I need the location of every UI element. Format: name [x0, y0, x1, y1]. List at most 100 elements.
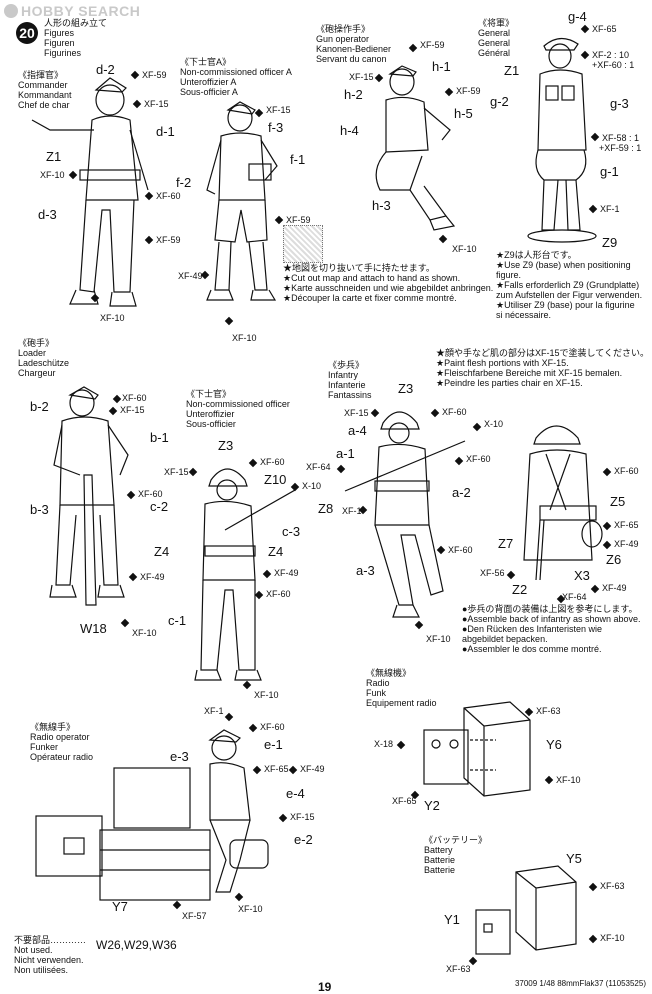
radio-operator-paint: XF-15 — [290, 812, 315, 822]
gunner-part-h1: h-1 — [432, 59, 451, 74]
battery-heading: 《バッテリー》 Battery Batterie Batterie — [424, 835, 488, 875]
radio-set-diagram — [423, 701, 531, 797]
loader-heading: 《砲手》 Loader Ladeschütze Chargeur — [18, 338, 70, 378]
radio-heading: 《無線機》 Radio Funk Equipement radio — [366, 668, 437, 708]
not-used-note: 不要部品………… Not used. Nicht verwenden. Non … — [14, 935, 87, 975]
radio-operator-paint: XF-1 — [204, 706, 224, 716]
flesh-paint-note: ★顔や手など肌の部分はXF-15で塗装してください。 ★Paint flesh … — [436, 348, 649, 388]
loader-paint: XF-60 — [138, 489, 163, 499]
loader-part-b2: b-2 — [30, 399, 49, 414]
commander-part-d2: d-2 — [96, 62, 115, 77]
loader-part-b1: b-1 — [150, 430, 169, 445]
radio-paint: X-18 — [374, 739, 394, 749]
gunner-paint: XF-59 — [420, 40, 445, 50]
general-paint: XF-1 — [600, 204, 620, 214]
paint-marker-icon — [288, 765, 298, 775]
loader-paint: XF-49 — [140, 572, 165, 582]
general-part-g1: g-1 — [600, 164, 619, 179]
nco-a-part-f3: f-3 — [268, 120, 284, 135]
paint-marker-icon — [120, 618, 130, 628]
infantry-paint: XF-60 — [442, 407, 467, 417]
nco-a-paint: XF-49 — [178, 271, 203, 281]
commander-figure — [31, 77, 149, 307]
infantry-back-part-z5: Z5 — [610, 494, 626, 509]
nco-paint: XF-10 — [254, 690, 279, 700]
general-paint: XF-65 — [592, 24, 617, 34]
infantry-part-a3: a-3 — [356, 563, 375, 578]
loader-part-w18: W18 — [80, 621, 107, 636]
infantry-paint: XF-15 — [344, 408, 369, 418]
general-paint: +XF-60 : 1 — [592, 60, 635, 70]
nco-part-z4-right: Z4 — [268, 544, 284, 559]
infantry-part-z3: Z3 — [398, 381, 414, 396]
nco-a-figure — [206, 101, 278, 301]
radio-paint: XF-63 — [536, 706, 561, 716]
infantry-part-a4: a-4 — [348, 423, 367, 438]
infantry-part-a1: a-1 — [336, 446, 355, 461]
infantry-back-part-x3: X3 — [574, 568, 590, 583]
commander-part-z1: Z1 — [46, 149, 62, 164]
commander-paint: XF-59 — [142, 70, 167, 80]
infantry-back-note: ●歩兵の背面の装備は上図を参考にします。 ●Assemble back of i… — [462, 604, 641, 654]
nco-paint: XF-60 — [260, 457, 285, 467]
radio-part-y6: Y6 — [546, 737, 562, 752]
commander-part-d3: d-3 — [38, 207, 57, 222]
nco-a-note: ★地図を切り抜いて手に持たせます。 ★Cut out map and attac… — [283, 263, 494, 303]
general-paint: XF-2 : 10 — [592, 50, 630, 60]
general-part-g2: g-2 — [490, 94, 509, 109]
infantry-part-a2: a-2 — [452, 485, 471, 500]
general-note: ★Z9は人形台です。 ★Use Z9 (base) when positioni… — [496, 250, 643, 320]
radio-operator-part-e4: e-4 — [286, 786, 305, 801]
infantry-paint: X-10 — [484, 419, 504, 429]
nco-a-heading: 《下士官A》 Non-commissioned officer A Untero… — [180, 57, 292, 97]
nco-paint: X-10 — [302, 481, 322, 491]
paint-marker-icon — [408, 43, 418, 53]
infantry-paint: XF-60 — [466, 454, 491, 464]
radio-operator-part-e1: e-1 — [264, 737, 283, 752]
infantry-back-part-z2: Z2 — [512, 582, 528, 597]
general-part-g3: g-3 — [610, 96, 629, 111]
gunner-part-h5: h-5 — [454, 106, 473, 121]
general-heading: 《将軍》 General General Général — [478, 18, 515, 58]
commander-paint: XF-59 — [156, 235, 181, 245]
radio-operator-paint: XF-57 — [182, 911, 207, 921]
battery-paint: XF-63 — [446, 964, 471, 974]
watermark-logo: HOBBY SEARCH — [4, 3, 140, 19]
general-part-z1: Z1 — [504, 63, 520, 78]
infantry-back-part-z7: Z7 — [498, 536, 514, 551]
nco-heading: 《下士官》 Non-commissioned officer Unteroffi… — [186, 389, 290, 429]
gunner-part-h3: h-3 — [372, 198, 391, 213]
infantry-back-paint: XF-49 — [602, 583, 627, 593]
commander-heading: 《指揮官》 Commander Kommandant Chef de char — [18, 70, 72, 110]
radio-operator-figure — [35, 729, 269, 901]
infantry-back-part-z6: Z6 — [606, 552, 622, 567]
loader-paint: XF-60 — [122, 393, 147, 403]
nco-paint: XF-49 — [274, 568, 299, 578]
infantry-paint: XF-10 — [426, 634, 451, 644]
gunner-paint: XF-59 — [456, 86, 481, 96]
loader-paint: XF-15 — [120, 405, 145, 415]
infantry-back-paint: XF-65 — [614, 520, 639, 530]
not-used-parts: W26,W29,W36 — [96, 938, 177, 952]
nco-paint: XF-15 — [164, 467, 189, 477]
gunner-paint: XF-15 — [349, 72, 374, 82]
nco-figure — [194, 468, 295, 681]
loader-part-b3: b-3 — [30, 502, 49, 517]
nco-a-part-f1: f-1 — [290, 152, 306, 167]
nco-a-paint: XF-15 — [266, 105, 291, 115]
nco-a-paint: XF-10 — [232, 333, 257, 343]
general-figure — [527, 37, 597, 243]
radio-paint: XF-65 — [392, 796, 417, 806]
general-part-z9: Z9 — [602, 235, 618, 250]
general-paint: +XF-59 : 1 — [599, 143, 642, 153]
infantry-back-paint: XF-56 — [480, 568, 505, 578]
gunner-heading: 《砲操作手》 Gun operator Kanonen-Bediener Ser… — [316, 24, 392, 64]
commander-part-d1: d-1 — [156, 124, 175, 139]
paint-marker-icon — [588, 934, 598, 944]
nco-a-paint: XF-59 — [286, 215, 311, 225]
nco-part-c1: c-1 — [168, 613, 187, 628]
loader-paint: XF-10 — [132, 628, 157, 638]
radio-operator-paint: XF-60 — [260, 722, 285, 732]
radio-operator-heading: 《無線手》 Radio operator Funker Opérateur ra… — [30, 722, 94, 762]
gunner-paint: XF-10 — [452, 244, 477, 254]
